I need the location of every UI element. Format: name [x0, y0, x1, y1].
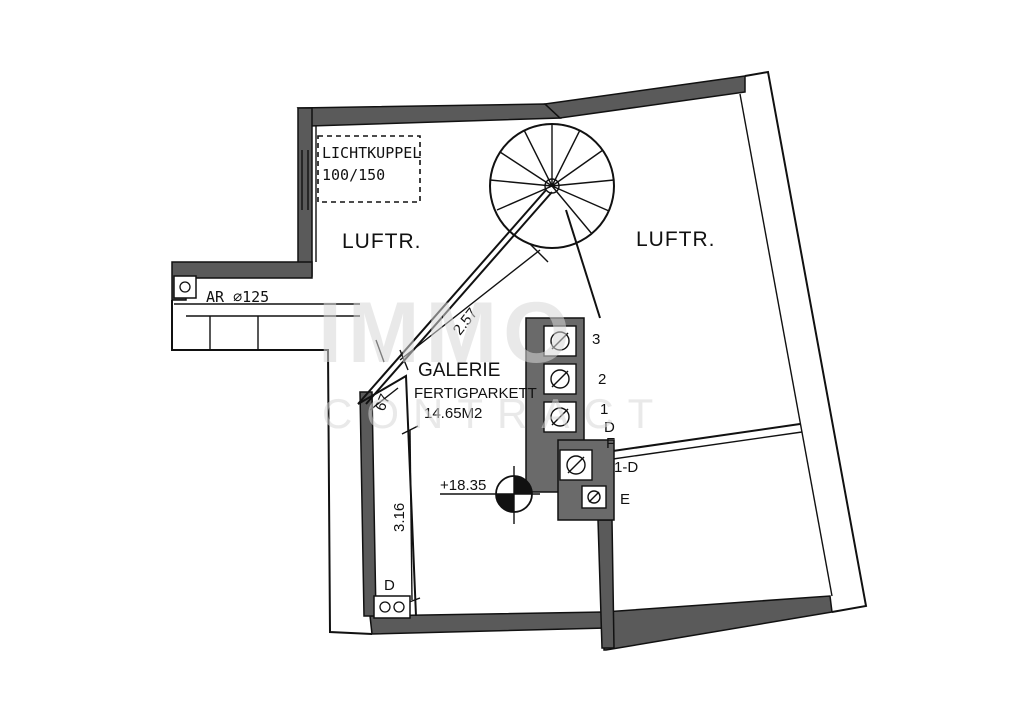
- watermark-main: IMMO: [318, 285, 576, 381]
- fuse-label-3: 3: [592, 331, 600, 348]
- floor-outlet-box: [373, 595, 411, 619]
- watermark-sub: CONTRACT: [322, 390, 667, 437]
- fuse-label-2: 2: [598, 371, 606, 388]
- outline-lines: [171, 70, 868, 635]
- dimension-lines: [369, 243, 549, 605]
- fuse-label-1: 1: [600, 401, 608, 418]
- electrical-panel: [525, 317, 615, 521]
- outlet-label: D: [384, 577, 395, 594]
- fuse-label-F: F: [606, 435, 615, 452]
- skylight-outline: [317, 135, 421, 203]
- vent-label: AR ∅125: [206, 288, 269, 306]
- airspace-left-label: LUFTR.: [342, 230, 422, 253]
- room-area: 14.65M2: [424, 405, 482, 422]
- level-value: +18.35: [440, 477, 486, 494]
- dimension-small: 67: [372, 392, 394, 414]
- vent-box: [173, 275, 197, 299]
- galerie-railing: [357, 189, 601, 617]
- skylight-label: LICHTKUPPEL: [322, 144, 421, 162]
- airspace-right-label: LUFTR.: [636, 228, 716, 251]
- dimension-height: 3.16: [391, 503, 408, 532]
- level-marker-icon: [440, 466, 540, 524]
- fuse-label-E: E: [620, 491, 630, 508]
- room-name: GALERIE: [418, 360, 500, 381]
- spiral-staircase: [489, 123, 615, 249]
- fuse-label-1D: 1-D: [614, 459, 638, 476]
- fuse-label-D: D: [604, 419, 615, 436]
- floor-type: FERTIGPARKETT: [414, 385, 537, 402]
- skylight-size: 100/150: [322, 166, 385, 184]
